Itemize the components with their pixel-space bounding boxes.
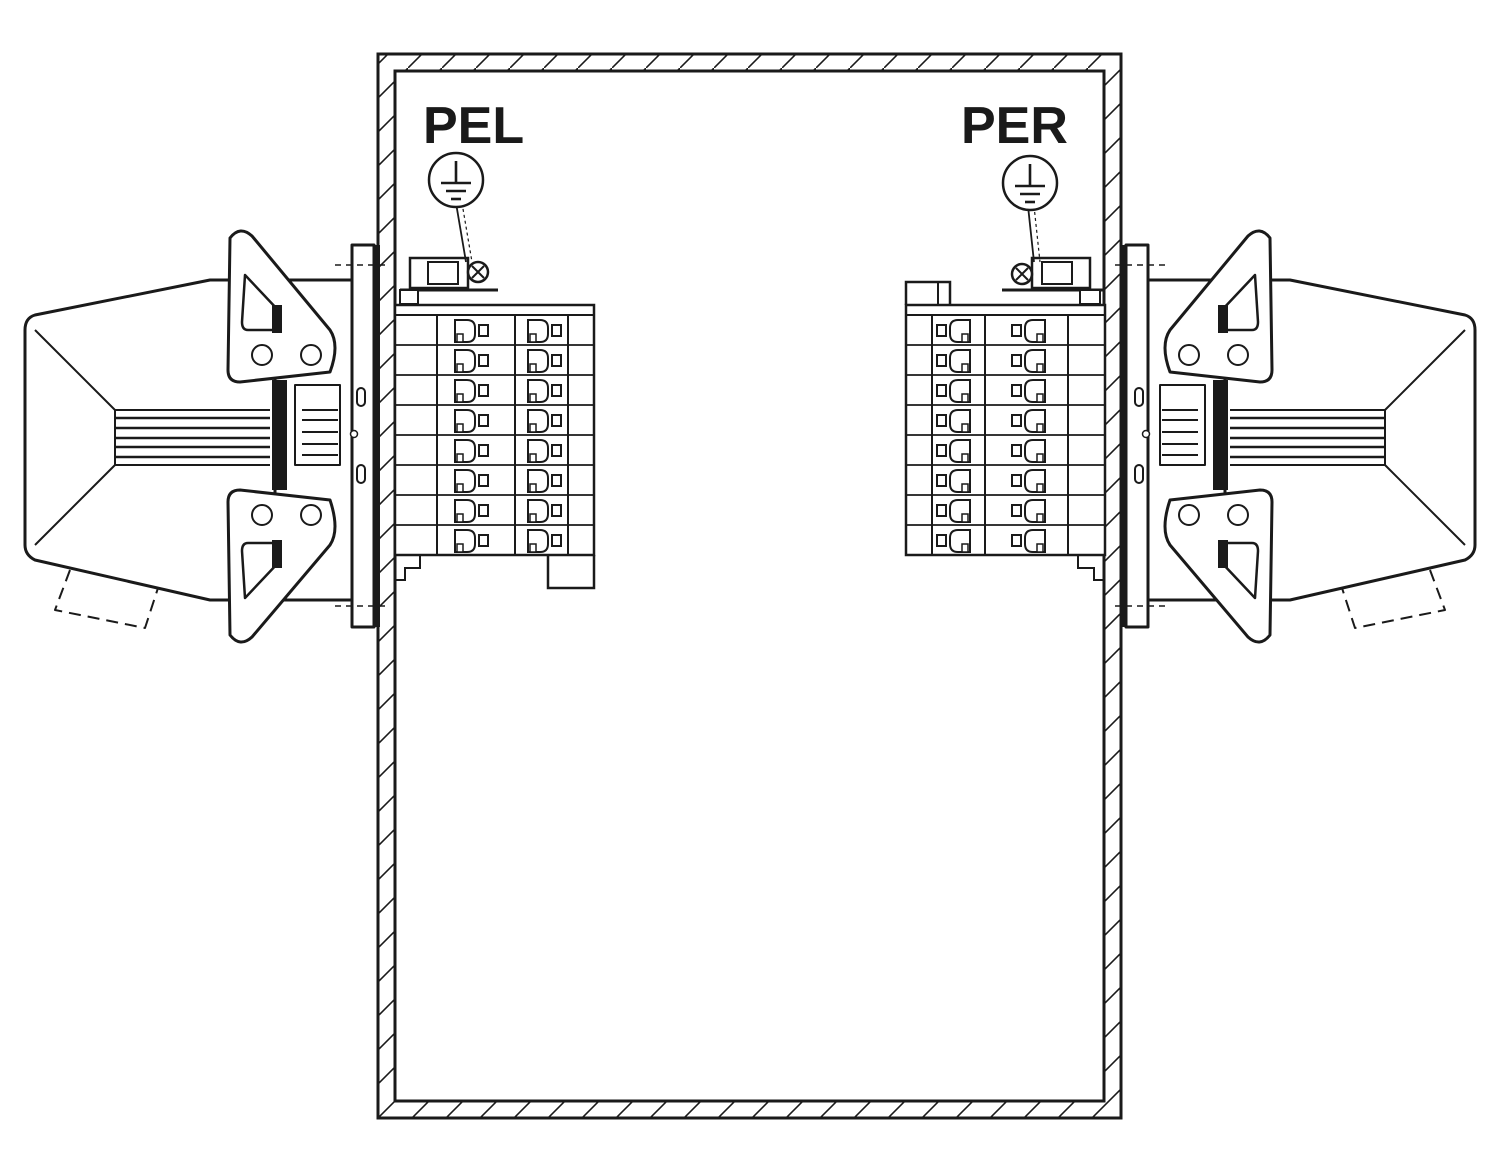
terminal-clamp: [527, 529, 562, 553]
terminal-clamp: [936, 469, 971, 493]
terminal-clamp: [1011, 319, 1046, 343]
terminal-clamp: [936, 349, 971, 373]
terminal-clamp: [1011, 499, 1046, 523]
protective-earth-icon: [441, 161, 471, 201]
terminal-clamp: [454, 499, 489, 523]
terminal-clamp: [527, 499, 562, 523]
terminal-clamp: [454, 319, 489, 343]
terminal-clamp: [1011, 379, 1046, 403]
right-terminal-block: [904, 256, 1107, 581]
terminal-clamp: [936, 439, 971, 463]
terminal-clamp: [527, 439, 562, 463]
enclosure-wall: [376, 52, 1123, 1120]
label-pel: PEL: [423, 97, 525, 155]
terminal-clamp: [527, 349, 562, 373]
terminal-clamp: [527, 379, 562, 403]
terminal-clamp: [936, 409, 971, 433]
terminal-clamp: [1011, 529, 1046, 553]
terminal-clamp: [454, 349, 489, 373]
terminal-clamp: [936, 499, 971, 523]
terminal-clamp: [936, 529, 971, 553]
terminal-clamp: [454, 409, 489, 433]
terminal-clamp: [527, 319, 562, 343]
terminal-clamp: [454, 529, 489, 553]
ground-symbol-right: [1001, 154, 1059, 263]
right-connector-hood: [1110, 229, 1477, 644]
terminal-clamp: [454, 469, 489, 493]
left-connector-hood: [23, 229, 390, 644]
terminal-clamp: [1011, 409, 1046, 433]
left-terminal-block: [393, 256, 596, 590]
terminal-clamp: [936, 319, 971, 343]
terminal-clamp: [454, 379, 489, 403]
terminal-clamp: [1011, 439, 1046, 463]
terminal-clamp: [1011, 349, 1046, 373]
terminal-clamp: [1011, 469, 1046, 493]
ground-symbol-left: [427, 151, 485, 263]
terminal-clamp: [454, 439, 489, 463]
terminal-clamp: [527, 469, 562, 493]
label-per: PER: [961, 97, 1068, 155]
protective-earth-icon: [1015, 164, 1045, 204]
right-terminal-rows: [906, 319, 1105, 556]
terminal-clamp: [936, 379, 971, 403]
terminal-clamp: [527, 409, 562, 433]
left-terminal-rows: [395, 319, 594, 556]
